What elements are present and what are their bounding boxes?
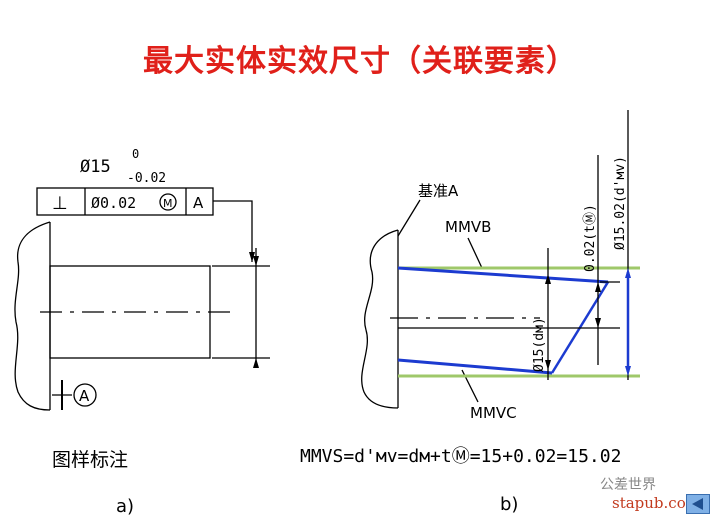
perpendicularity-icon: ⊥ bbox=[52, 193, 68, 214]
dim-vertical-2: 0.02(tⓂ) bbox=[583, 204, 598, 272]
mmvc-label: MMVC bbox=[470, 404, 517, 422]
watermark-text: 公差世界 bbox=[600, 477, 656, 493]
diagram-a: Ø15 0 -0.02 ⊥ Ø0.02 M A A 图样标注 bbox=[14, 147, 270, 517]
shaft-bottom-edge bbox=[397, 358, 553, 375]
tolerance-upper: 0 bbox=[132, 147, 139, 161]
mmvb-label: MMVB bbox=[445, 218, 491, 236]
datum-a-marker bbox=[73, 383, 97, 407]
dim-vertical-3: Ø15.02(d'мv) bbox=[613, 156, 628, 250]
datum-label: 基准A bbox=[418, 182, 459, 200]
frame-datum: A bbox=[193, 194, 204, 212]
tolerance-lower: -0.02 bbox=[127, 171, 166, 186]
svg-text:A: A bbox=[79, 387, 90, 405]
part-body-outline-b bbox=[361, 229, 399, 409]
diagram-b: 基准A MMVB MMVC Ø15(dм) 0.02(t bbox=[300, 110, 640, 515]
part-body-outline bbox=[14, 221, 51, 411]
shaft-top-edge bbox=[397, 266, 609, 284]
watermark-url: stapub.com bbox=[612, 494, 700, 512]
label-b: b) bbox=[500, 494, 518, 515]
formula: MMVS=d'мv=dм+tⓂ=15+0.02=15.02 bbox=[300, 446, 621, 467]
frame-modifier: M bbox=[163, 197, 173, 210]
dim-vertical-1: Ø15(dм) bbox=[532, 317, 547, 372]
caption-a: 图样标注 bbox=[52, 449, 128, 471]
label-a: a) bbox=[116, 496, 134, 517]
frame-value: Ø0.02 bbox=[91, 194, 136, 212]
mmc-modifier-icon bbox=[159, 193, 177, 211]
page-title: 最大实体实效尺寸（关联要素） bbox=[143, 44, 577, 79]
back-arrow-icon[interactable] bbox=[686, 494, 710, 514]
dimension-main: Ø15 bbox=[80, 157, 111, 177]
